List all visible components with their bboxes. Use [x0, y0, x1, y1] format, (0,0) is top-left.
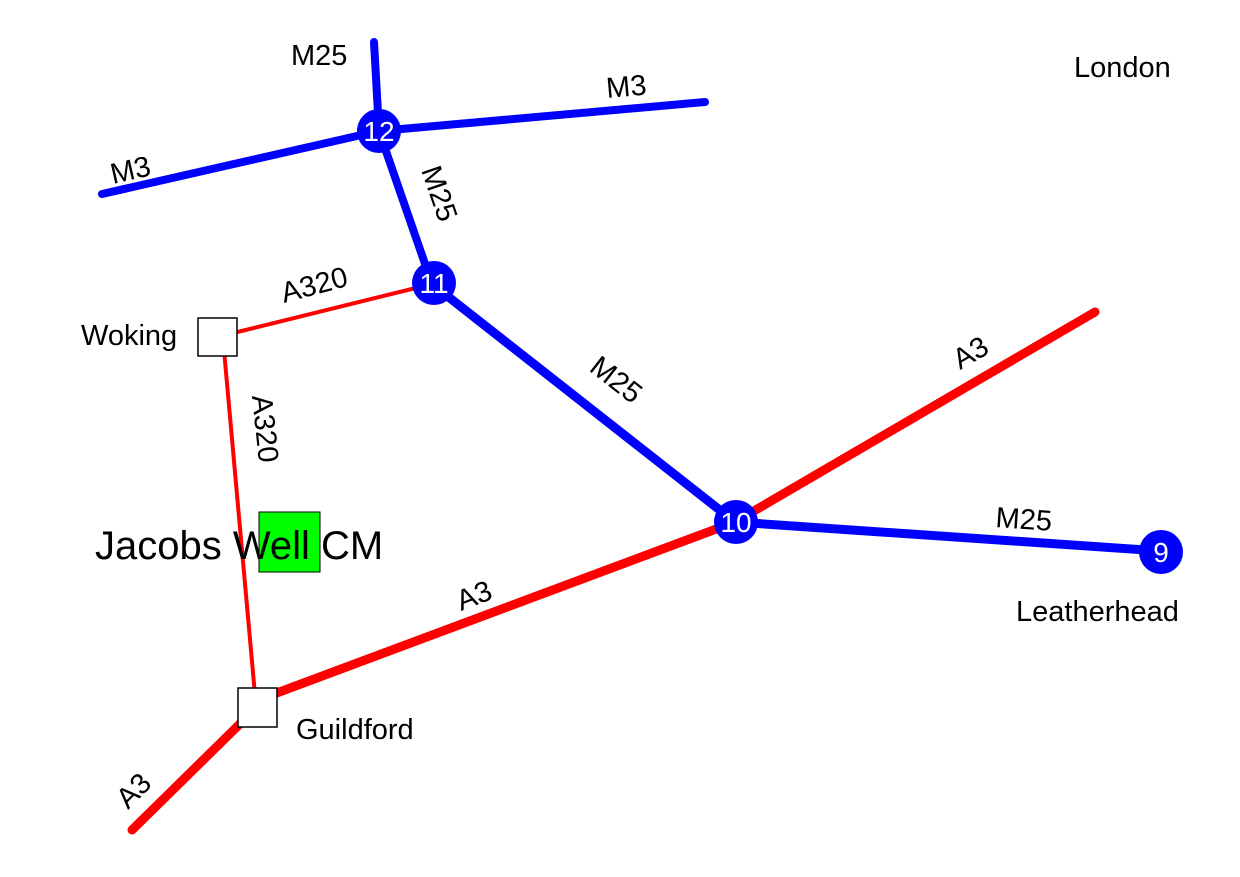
- m25-j11-to-j10: [427, 279, 740, 527]
- junction-11: 11: [412, 261, 456, 305]
- m3-east-of-j12: [375, 98, 709, 135]
- place-label-leatherhead: Leatherhead: [1016, 596, 1179, 628]
- junction-9: 9: [1139, 530, 1183, 574]
- m25-j10-to-j9: [730, 517, 1165, 556]
- place-label-guildford: Guildford: [296, 714, 414, 746]
- a3-j10-to-northeast: [730, 307, 1100, 527]
- road-label-m3-east: M3: [605, 70, 648, 105]
- junction-12: 12: [357, 109, 401, 153]
- road-label-m25-j12-j11: M25: [414, 162, 463, 226]
- junction-12-marker: [357, 109, 401, 153]
- a3-guildford-to-southwest: [127, 707, 257, 835]
- a3-guildford-to-j10: [253, 517, 740, 705]
- town-marker-guildford: [237, 687, 278, 728]
- road-label-a320-west: A320: [245, 393, 284, 464]
- junction-10-label: 10: [720, 507, 751, 538]
- road-label-m25-north: M25: [291, 40, 347, 72]
- junction-11-marker: [412, 261, 456, 305]
- place-label-london: London: [1074, 52, 1171, 84]
- a320-woking-to-guildford: [222, 348, 257, 697]
- road-label-a320-north: A320: [278, 261, 352, 309]
- m25-j12-to-j11: [375, 127, 436, 288]
- a-roads: [127, 282, 1100, 835]
- junction-12-label: 12: [363, 116, 394, 147]
- road-label-a3-northeast: A3: [948, 331, 995, 376]
- junction-9-marker: [1139, 530, 1183, 574]
- junction-10-marker: [714, 500, 758, 544]
- road-label-m25-j10-j9: M25: [995, 502, 1054, 538]
- m3-west-of-j12: [98, 127, 383, 198]
- motorways: [98, 38, 1165, 556]
- place-label-woking: Woking: [81, 320, 177, 352]
- junction-11-label: 11: [419, 268, 448, 299]
- road-label-m25-j11-j10: M25: [584, 350, 648, 410]
- junction-9-label: 9: [1153, 537, 1169, 568]
- site-marker-jacobs-well: [258, 511, 321, 573]
- junction-10: 10: [714, 500, 758, 544]
- site-label: Jacobs Well CM: [95, 524, 383, 568]
- a320-woking-to-j11: [215, 282, 434, 339]
- town-marker-woking: [197, 317, 238, 357]
